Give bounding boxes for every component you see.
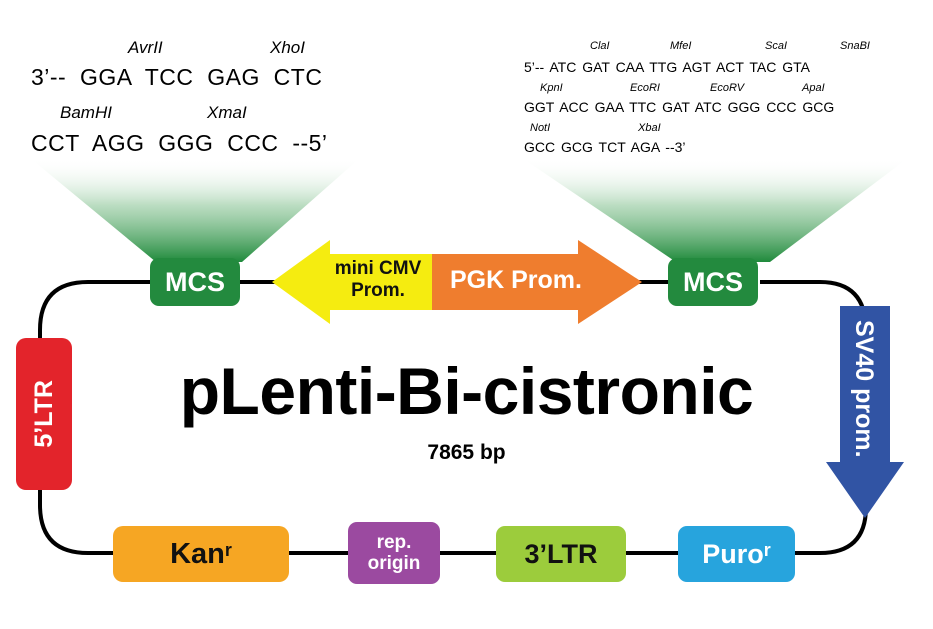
- mcs-right-label: MCS: [683, 266, 743, 297]
- left-mcs-fan: [30, 158, 360, 262]
- enzyme-xbai-label: XbaI: [638, 122, 661, 134]
- enzyme-clai-label: ClaI: [590, 40, 610, 52]
- plasmid-backbone: [38, 280, 868, 555]
- enzyme-ecori-label: EcoRI: [630, 82, 660, 94]
- right-sequence-line-3: GCC GCG TCT AGA --3’: [524, 139, 686, 155]
- kan-superscript: r: [224, 539, 232, 560]
- enzyme-kpni-label: KpnI: [540, 82, 563, 94]
- puro-label: Puro: [702, 538, 764, 569]
- rep-origin-label-line2: origin: [367, 553, 421, 574]
- puro-superscript: r: [763, 539, 771, 560]
- right-mcs-fan: [522, 158, 908, 262]
- right-sequence-line-2: GGT ACC GAA TTC GAT ATC GGG CCC GCG: [524, 99, 835, 115]
- sv40-arrow: [826, 306, 904, 518]
- kan-label: Kan: [170, 537, 225, 570]
- enzyme-noti-label: NotI: [530, 122, 551, 134]
- mini-cmv-label-line2: Prom.: [351, 280, 405, 301]
- enzyme-scai-label: ScaI: [765, 40, 788, 52]
- enzyme-xmai-label: XmaI: [207, 103, 247, 122]
- left-sequence-line-2: CCT AGG GGG CCC --5’: [31, 130, 328, 156]
- enzyme-apai-label: ApaI: [802, 82, 825, 94]
- pgk-label: PGK Prom.: [450, 266, 582, 294]
- enzyme-mfei-label: MfeI: [670, 40, 692, 52]
- enzyme-xhoi-label: XhoI: [270, 38, 305, 57]
- rep-origin-label-line1: rep.: [376, 532, 412, 553]
- mini-cmv-arrow: [272, 240, 432, 324]
- sv40-label: SV40 prom.: [850, 320, 878, 458]
- mini-cmv-label-line1: mini CMV: [334, 258, 422, 279]
- plasmid-size: 7865 bp: [427, 441, 506, 464]
- rep-origin-box: rep. origin: [348, 522, 440, 584]
- right-sequence-line-1: 5’-- ATC GAT CAA TTG AGT ACT TAC GTA: [524, 59, 810, 75]
- enzyme-snabi-label: SnaBI: [840, 40, 870, 52]
- mini-cmv-label: mini CMV Prom.: [328, 258, 428, 302]
- plasmid-title: pLenti-Bi-cistronic: [179, 354, 754, 428]
- ltr3-box: 3’LTR: [496, 526, 626, 582]
- ltr5-box: 5’LTR: [16, 338, 72, 490]
- mcs-left-label: MCS: [165, 266, 225, 297]
- ltr3-label: 3’LTR: [524, 538, 598, 569]
- mcs-left-box: MCS: [150, 258, 240, 306]
- left-sequence-line-1: 3’-- GGA TCC GAG CTC: [31, 64, 323, 90]
- pgk-arrow: [432, 240, 642, 324]
- enzyme-ecorv-label: EcoRV: [710, 82, 745, 94]
- enzyme-bamhi-label: BamHI: [60, 103, 112, 122]
- enzyme-avrii-label: AvrII: [128, 38, 163, 57]
- mcs-right-box: MCS: [668, 258, 758, 306]
